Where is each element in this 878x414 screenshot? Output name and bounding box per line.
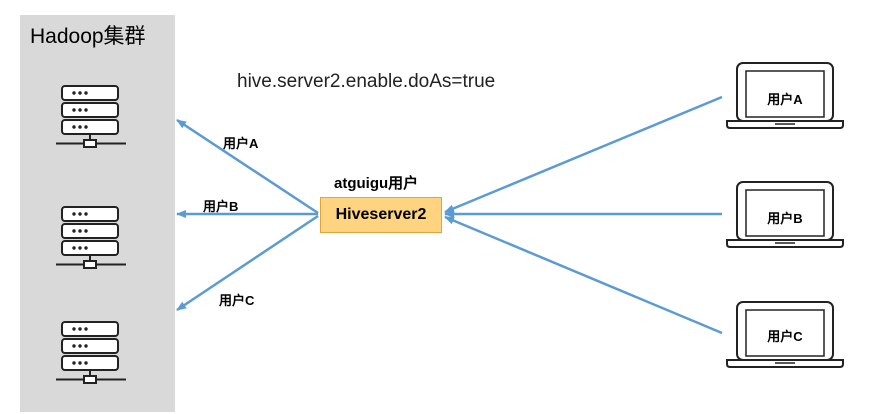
client-user-label-b: 用户B	[767, 211, 803, 226]
server-icon	[55, 206, 127, 269]
proxy-user-label-a: 用户A	[223, 136, 259, 151]
client-user-label-a: 用户A	[767, 92, 803, 107]
client-user-label-c: 用户C	[767, 329, 803, 344]
arrow-client-a-to-hs2	[444, 95, 723, 214]
hiveserver2-user-label: atguigu用户	[334, 175, 419, 192]
server-icon	[55, 85, 127, 148]
doas-config-text: hive.server2.enable.doAs=true	[237, 71, 496, 92]
hiveserver2-box: Hiveserver2	[320, 197, 442, 233]
server-icon	[55, 321, 127, 384]
arrow-hs2-to-user-a	[176, 118, 319, 215]
proxy-user-label-b: 用户B	[203, 199, 239, 214]
cluster-title: Hadoop集群	[30, 25, 146, 48]
arrow-hs2-to-user-c	[176, 214, 319, 312]
proxy-user-label-c: 用户C	[219, 293, 255, 308]
arrow-client-c-to-hs2	[444, 215, 723, 335]
hiveserver2-label: Hiveserver2	[335, 206, 427, 223]
